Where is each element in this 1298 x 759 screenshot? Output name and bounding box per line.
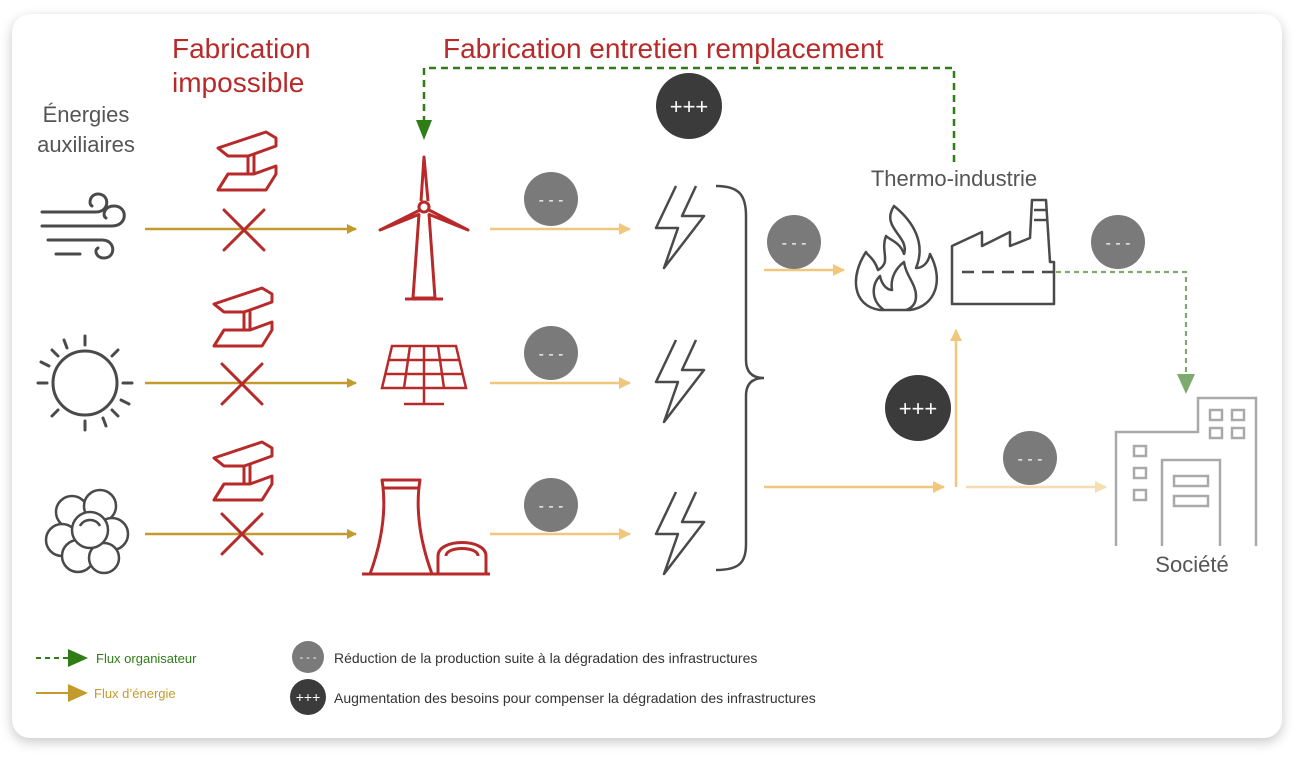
svg-text:+++: +++ <box>670 94 709 119</box>
svg-text:+++: +++ <box>296 689 321 705</box>
svg-text:+++: +++ <box>899 396 938 421</box>
cross-icon <box>220 512 264 556</box>
legend-flux-energie: Flux d’énergie <box>94 686 176 701</box>
augmentation-badge: +++ <box>885 375 951 441</box>
cross-icon <box>222 208 266 252</box>
reduction-badge: - - - <box>524 478 578 532</box>
lightning-icon <box>654 490 706 576</box>
reduction-badge: - - - <box>524 172 578 226</box>
wind-icon <box>40 192 126 260</box>
fab-impossible-title-line1: Fabrication <box>172 33 311 64</box>
svg-text:- - -: - - - <box>539 346 564 363</box>
svg-text:- - -: - - - <box>1106 235 1131 252</box>
svg-text:- - -: - - - <box>1018 451 1043 468</box>
steel-beam-icon <box>216 130 278 192</box>
uranium-icon <box>44 488 130 575</box>
energies-label-line2: auxiliaires <box>37 132 135 157</box>
steel-beam-icon <box>212 440 274 502</box>
green-flow-to-society <box>1056 270 1188 380</box>
legend-reduction: Réduction de la production suite à la dé… <box>334 650 757 666</box>
diagram-card <box>12 14 1282 738</box>
factory-icon <box>950 198 1056 306</box>
buildings-icon <box>1114 396 1258 546</box>
green-arrow-head <box>1177 374 1195 394</box>
reduction-badge: - - - <box>767 215 821 269</box>
solar-panel-icon <box>380 344 468 406</box>
wind-turbine-icon <box>378 155 470 301</box>
sun-icon <box>36 334 134 432</box>
brace-bracket <box>715 184 765 572</box>
fab-impossible-title-line2: impossible <box>172 67 304 98</box>
reduction-badge: - - - <box>1091 215 1145 269</box>
cross-icon <box>220 362 264 406</box>
svg-text:- - -: - - - <box>299 652 316 664</box>
fab-entretien-title: Fabrication entretien remplacement <box>443 33 884 64</box>
reduction-badge: - - - <box>1003 431 1057 485</box>
lightning-icon <box>654 338 706 424</box>
svg-text:- - -: - - - <box>782 235 807 252</box>
energies-label-line1: Énergies <box>43 102 130 127</box>
fire-icon <box>854 204 939 312</box>
green-feedback-loop <box>422 66 956 162</box>
thermo-label: Thermo-industrie <box>871 166 1037 191</box>
legend: Flux organisateur Flux d’énergie - - - R… <box>36 641 816 715</box>
svg-text:- - -: - - - <box>539 192 564 209</box>
steel-beam-icon <box>212 286 274 348</box>
lightning-icon <box>654 184 706 270</box>
nuclear-plant-icon <box>362 478 490 576</box>
augmentation-badge: +++ <box>656 73 722 139</box>
svg-text:- - -: - - - <box>539 498 564 515</box>
legend-flux-org: Flux organisateur <box>96 651 197 666</box>
reduction-badge: - - - <box>524 326 578 380</box>
societe-label: Société <box>1155 552 1228 577</box>
legend-augmentation: Augmentation des besoins pour compenser … <box>334 690 816 706</box>
green-arrow-head <box>416 120 432 140</box>
